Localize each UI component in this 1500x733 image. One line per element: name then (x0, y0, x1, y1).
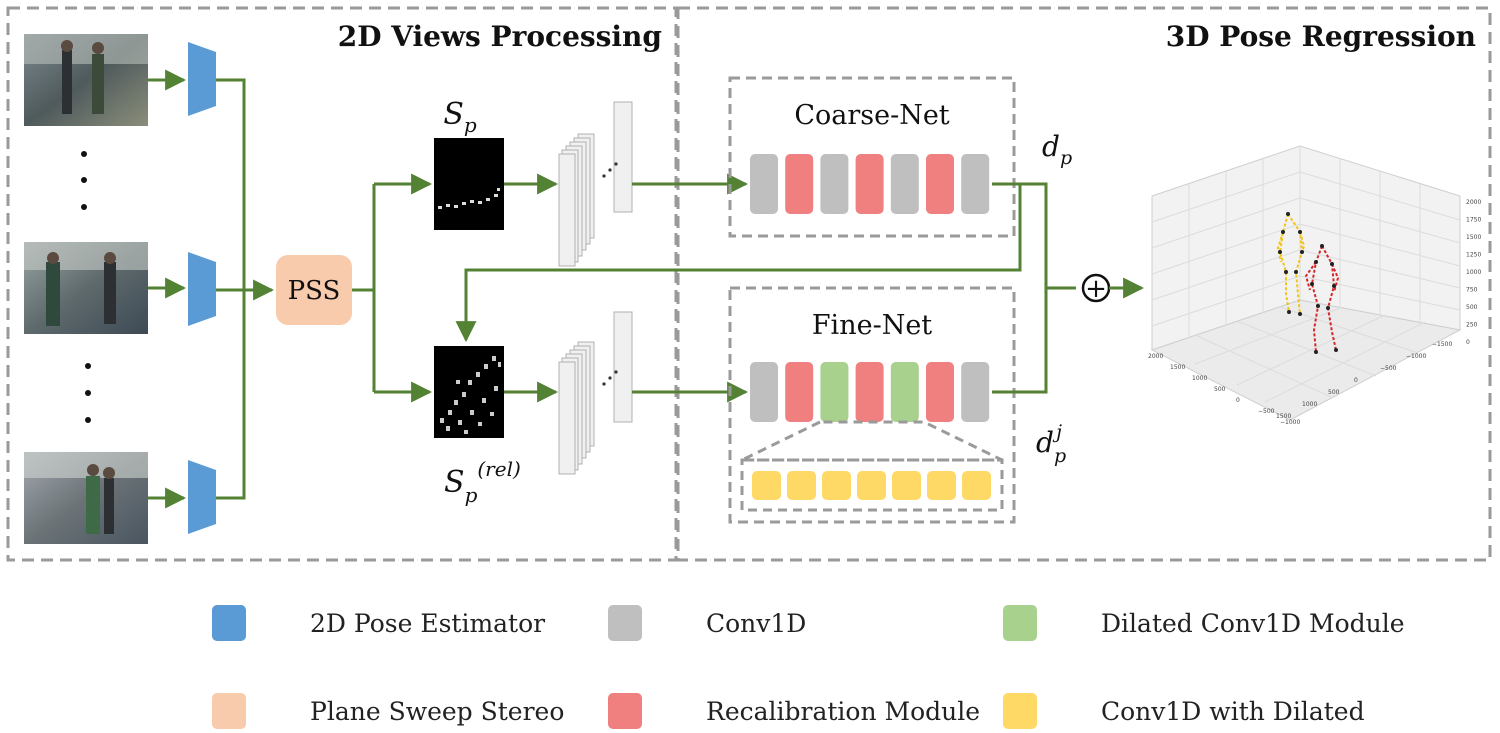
sprel-label: Sp(rel) (444, 457, 521, 507)
legend-label-5: Recalibration Module (706, 697, 980, 726)
plot-x-tick: 500 (1214, 386, 1226, 393)
coarse-net-recalibration-block-2 (785, 154, 814, 214)
views-ellipsis-bottom (85, 363, 91, 423)
views-processing-frame (6, 6, 678, 562)
pose-regression-frame (676, 6, 1492, 562)
feature-map-sp (434, 138, 504, 230)
dilated-sub-frame (740, 458, 1004, 512)
sum-symbol: + (1085, 274, 1107, 304)
coarse-net-frame (728, 76, 1016, 238)
plot-z-tick: 500 (1466, 304, 1478, 311)
pss-box (276, 255, 352, 325)
legend-label-1: 2D Pose Estimator (310, 609, 545, 638)
plot-x-tick: 1500 (1170, 364, 1185, 371)
fine-net-dilated-block-5 (890, 362, 919, 422)
plot-z-tick: 1250 (1466, 252, 1481, 259)
legend-label-4: Plane Sweep Stereo (310, 697, 564, 726)
plot-z-tick: 2000 (1466, 199, 1481, 206)
plot-y-tick: −500 (1380, 365, 1397, 372)
fine-net-dilated-block-3 (820, 362, 849, 422)
fine-net-frame (728, 286, 1016, 524)
plot-z-tick: 250 (1466, 322, 1478, 329)
plot-y-tick: −1500 (1432, 341, 1452, 348)
dilated-sub-block-1 (752, 471, 781, 500)
input-view-3 (24, 452, 148, 544)
plot-z-tick: 0 (1466, 339, 1470, 346)
fine-net-title: Fine-Net (812, 310, 932, 341)
fine-output-line (992, 288, 1048, 394)
fine-net-recalibration-block-4 (855, 362, 884, 422)
coarse-net-conv1d-block-7 (961, 154, 990, 214)
plot-x-tick: 1000 (1192, 375, 1207, 382)
legend: 2D Pose Estimator Conv1D Dilated Conv1D Mo… (212, 605, 1405, 729)
sp-label: Sp (443, 97, 477, 137)
residual-feedback-line (455, 184, 1022, 343)
plot-y-tick: 500 (1328, 389, 1340, 396)
dilated-sub-block-6 (927, 471, 956, 500)
fine-net-conv1d-block-1 (750, 362, 778, 422)
feature-map-sprel (434, 346, 504, 438)
coarse-net-blocks (750, 154, 990, 214)
fine-net-conv1d-block-7 (961, 362, 990, 422)
pose-estimator-3 (188, 460, 216, 534)
legend-swatch-3 (1003, 605, 1037, 641)
coarse-net-conv1d-block-5 (890, 154, 919, 214)
pose-estimator-1 (188, 42, 216, 116)
coarse-net-title: Coarse-Net (794, 100, 949, 131)
fine-net-blocks (750, 362, 990, 422)
legend-swatch-4 (212, 693, 246, 729)
plot-z-tick: 1750 (1466, 217, 1481, 224)
layer-stack-top (558, 101, 633, 267)
dilated-sub-block-5 (892, 471, 921, 500)
dilated-sub-block-4 (857, 471, 886, 500)
dp-label: dp (1042, 130, 1072, 169)
dilated-sub-block-7 (962, 471, 991, 500)
legend-swatch-2 (608, 605, 642, 641)
legend-swatch-6 (1003, 693, 1037, 729)
pss-label: PSS (288, 276, 341, 306)
plot-y-tick: 1500 (1276, 413, 1291, 420)
legend-label-2: Conv1D (706, 609, 806, 638)
plot-z-tick: 1500 (1466, 234, 1481, 241)
dilated-sub-block-2 (787, 471, 816, 500)
views-processing-title: 2D Views Processing (338, 20, 662, 53)
coarse-net-conv1d-block-3 (820, 154, 849, 214)
plot-y-tick: −1000 (1406, 353, 1426, 360)
pose-regression-title: 3D Pose Regression (1166, 20, 1476, 53)
layer-stack-bottom (558, 311, 633, 475)
legend-swatch-1 (212, 605, 246, 641)
legend-swatch-5 (608, 693, 642, 729)
plot-z-tick: 750 (1466, 287, 1478, 294)
coarse-net-recalibration-block-6 (926, 154, 954, 214)
fine-net-recalibration-block-2 (785, 362, 814, 422)
views-ellipsis-top (81, 151, 87, 210)
fine-net-recalibration-block-6 (926, 362, 954, 422)
input-view-2 (24, 242, 148, 334)
legend-label-6: Conv1D with Dilated (1101, 697, 1365, 726)
dilated-sub-blocks (752, 471, 991, 500)
dpj-label: dpj (1036, 421, 1066, 467)
connector-pss-split (352, 184, 376, 292)
plot-x-tick: −1000 (1280, 419, 1300, 426)
plot-x-tick: 2000 (1148, 353, 1163, 360)
dilated-sub-block-3 (822, 471, 851, 500)
plot-x-tick: −500 (1258, 408, 1275, 415)
coarse-net-recalibration-block-4 (855, 154, 884, 214)
plot-x-tick: 0 (1236, 397, 1240, 404)
coarse-net-conv1d-block-1 (750, 154, 778, 214)
plot-y-tick: 0 (1354, 377, 1358, 384)
pose-estimator-2 (188, 252, 216, 326)
input-view-1 (24, 34, 148, 126)
plot-y-tick: 1000 (1302, 401, 1317, 408)
plot-z-tick: 1000 (1466, 269, 1481, 276)
legend-label-3: Dilated Conv1D Module (1101, 609, 1405, 638)
dilated-expansion-guide (741, 420, 1003, 462)
